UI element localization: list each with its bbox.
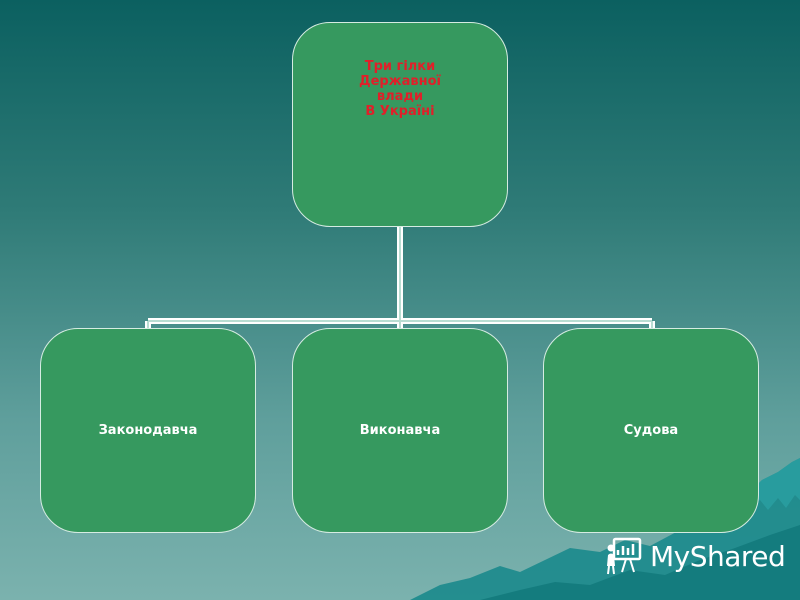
watermark-logo: MyShared: [606, 534, 786, 578]
child-node-judicial: Судова: [543, 328, 759, 533]
child-node-legislative: Законодавча: [40, 328, 256, 533]
root-line-1: Три гілки: [364, 58, 436, 74]
root-line-2: Державної: [358, 73, 441, 89]
root-line-3: влади: [376, 88, 424, 104]
root-line-4: В Україні: [365, 103, 435, 119]
presentation-board-icon: [607, 537, 642, 575]
child-node-executive: Виконавча: [292, 328, 508, 533]
root-node-text: Три гілки Державної влади В Україні: [359, 59, 441, 119]
child-node-label: Виконавча: [359, 423, 441, 438]
child-node-label: Судова: [623, 423, 679, 438]
child-node-label: Законодавча: [98, 423, 198, 438]
root-node: Три гілки Державної влади В Україні: [292, 22, 508, 227]
watermark-text: MyShared: [650, 539, 786, 573]
